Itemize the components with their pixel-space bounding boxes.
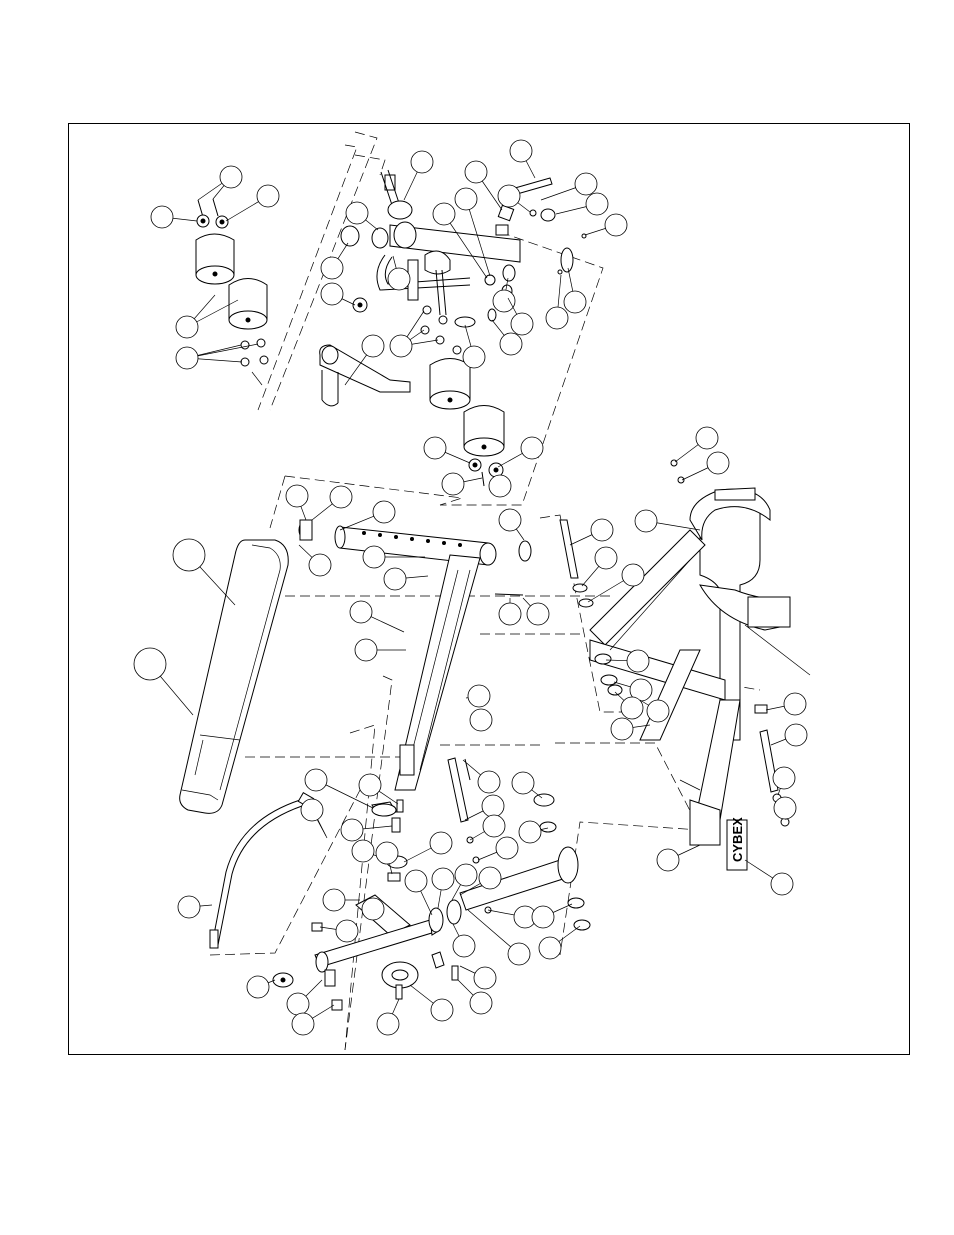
center-upright-frame — [298, 519, 532, 791]
lower-left-assembly — [209, 757, 591, 1011]
dashed-group-outlines — [209, 131, 761, 1051]
lower-center-roller-assembly — [429, 358, 505, 493]
main-frame — [559, 459, 811, 846]
leg-extension-arm-assembly — [319, 169, 587, 407]
cybex-logo-text: CYBEX — [730, 817, 745, 862]
seat-pad — [179, 539, 289, 814]
top-left-roller-assembly — [195, 198, 269, 386]
diagram-frame — [68, 123, 910, 1055]
cybex-logo-decal: CYBEX — [726, 817, 748, 871]
callout-bubbles — [133, 139, 808, 1036]
